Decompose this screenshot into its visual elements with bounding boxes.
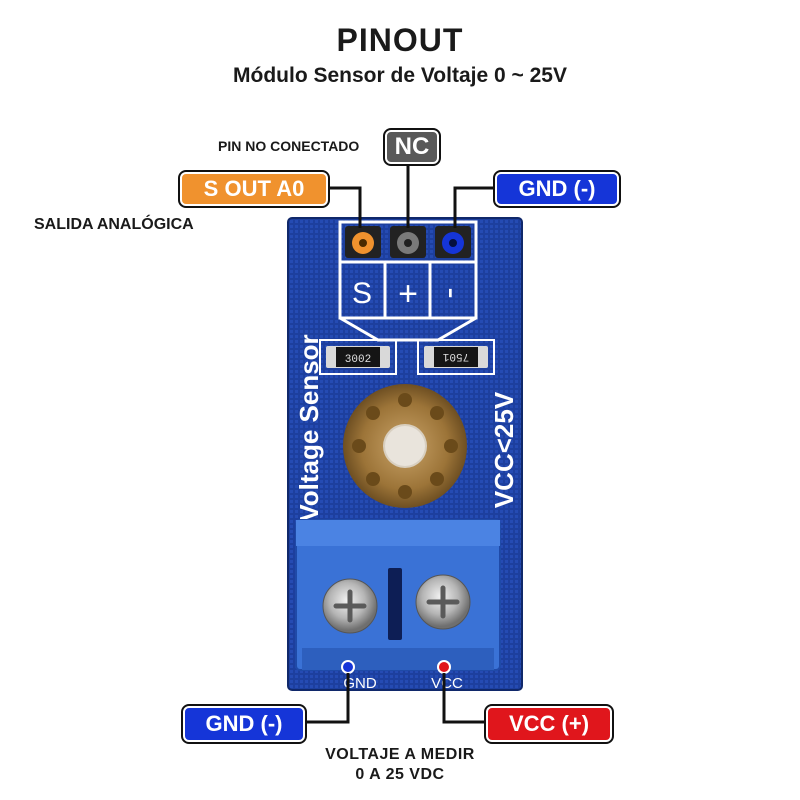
screw-terminal-block	[295, 519, 501, 671]
board-label-voltage-sensor: Voltage Sensor	[294, 334, 324, 521]
nc-pin-note: PIN NO CONECTADO	[218, 138, 360, 154]
pin-mark-plus: +	[398, 275, 418, 313]
gnd-terminal-tag: GND (-)	[183, 706, 305, 742]
nc-pin-tag: NC	[385, 130, 439, 164]
resistor-1-code: 3002	[345, 354, 371, 366]
resistor-2-code: 7501	[442, 350, 469, 362]
header-pin-s	[345, 226, 381, 258]
terminal-label-vcc: VCC	[431, 675, 463, 692]
resistor-3002: 3002	[319, 339, 397, 375]
gnd-terminal-dot	[341, 660, 355, 674]
page-subtitle: Módulo Sensor de Voltaje 0 ~ 25V	[233, 64, 567, 87]
header-pin-nc	[390, 226, 426, 258]
gnd-pin-tag: GND (-)	[495, 172, 619, 206]
mounting-hole	[343, 384, 467, 508]
footer-line-1: VOLTAJE A MEDIR	[325, 746, 475, 763]
footer-line-2: 0 A 25 VDC	[355, 766, 445, 783]
signal-pin-tag: S OUT A0	[180, 172, 328, 206]
pin-mark-minus: -	[433, 287, 471, 298]
pin-mark-s: S	[352, 277, 372, 310]
board-label-vcc: VCC<25V	[489, 391, 519, 508]
vcc-terminal-dot	[437, 660, 451, 674]
resistor-7501: 7501	[417, 339, 495, 375]
page-title: PINOUT	[336, 22, 464, 58]
header-pin-gnd	[435, 226, 471, 258]
leader-lines	[305, 163, 495, 724]
signal-pin-note: SALIDA ANALÓGICA	[34, 216, 194, 233]
terminal-label-gnd: GND	[343, 675, 377, 692]
vcc-terminal-tag: VCC (+)	[486, 706, 612, 742]
